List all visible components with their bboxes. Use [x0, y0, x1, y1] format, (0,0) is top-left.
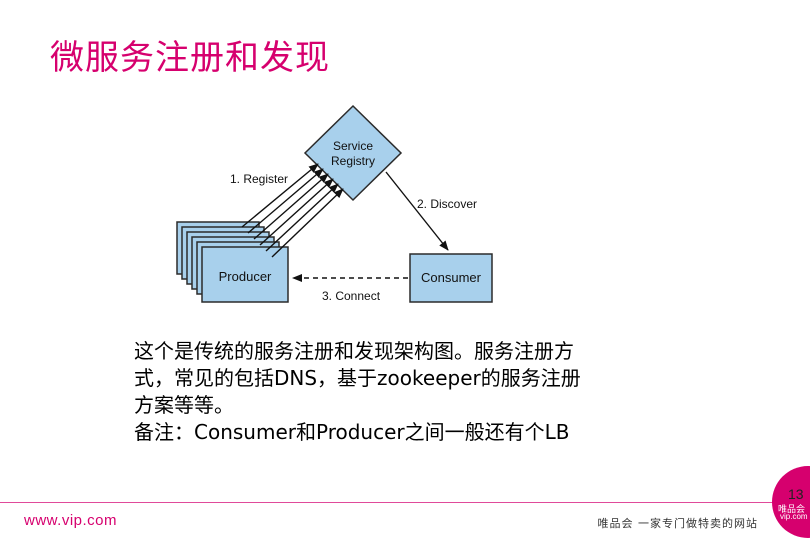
producer-label: Producer: [219, 269, 272, 284]
page-number: 13: [788, 486, 804, 502]
description-line-2: 式，常见的包括DNS，基于zookeeper的服务注册: [134, 366, 581, 390]
register-label: 1. Register: [230, 172, 288, 186]
description-line-3: 方案等等。: [134, 393, 234, 417]
description-note: 备注：Consumer和Producer之间一般还有个LB: [134, 420, 570, 444]
badge-domain-text: vip.com: [780, 512, 808, 521]
producer-stack: [176, 221, 289, 303]
service-registry-node: [303, 104, 403, 202]
footer-url: www.vip.com: [24, 512, 118, 529]
discover-label: 2. Discover: [417, 197, 477, 211]
consumer-box: [409, 253, 493, 303]
description-line-1: 这个是传统的服务注册和发现架构图。服务注册方: [134, 339, 574, 363]
footer-slogan: 唯品会 一家专门做特卖的网站: [597, 517, 758, 530]
footer-divider: [0, 502, 790, 503]
registry-label-line1: Service: [333, 139, 373, 153]
slide-title: 微服务注册和发现: [50, 38, 330, 78]
badge-brand-text: 唯品会: [778, 505, 806, 515]
consumer-label: Consumer: [421, 270, 482, 285]
register-arrows: [241, 163, 344, 258]
description-text: 这个是传统的服务注册和发现架构图。服务注册方 式，常见的包括DNS，基于zook…: [134, 338, 674, 446]
registry-label-line2: Registry: [331, 154, 375, 168]
discover-arrow: [385, 171, 449, 251]
connect-label: 3. Connect: [322, 289, 381, 303]
